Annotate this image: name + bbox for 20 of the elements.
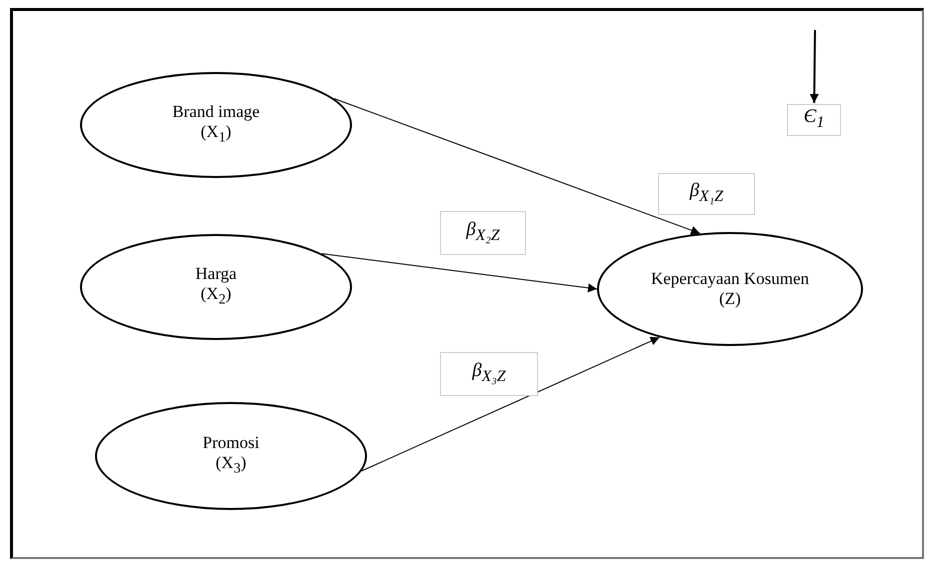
arrow — [361, 336, 660, 472]
variable-label: (X$_{2}$) — [200, 284, 232, 310]
arrow — [810, 30, 819, 104]
variable-label: Harga — [195, 264, 237, 284]
variable-label: Kepercayaan Kosumen — [650, 269, 810, 289]
variable-label: (X$_{1}$) — [200, 122, 232, 148]
coefficient-box — [440, 352, 538, 396]
variable-label: (X$_{3}$) — [216, 453, 246, 479]
coefficient-label: β$_{X₃Z}$ — [472, 361, 506, 387]
variable-label: Promosi — [202, 433, 260, 454]
coefficient-label: Є$_{1}$ — [804, 107, 824, 133]
arrow — [333, 98, 701, 235]
error-term-box — [787, 104, 841, 136]
coefficient-label: β$_{X₂Z}$ — [466, 220, 500, 246]
variable-label: (Z) — [719, 289, 741, 309]
coefficient-box — [658, 173, 755, 215]
coefficient-label: β$_{X₁Z}$ — [690, 181, 724, 207]
arrow — [321, 253, 598, 292]
variable-label: Brand image — [172, 102, 260, 122]
coefficient-box — [440, 211, 526, 255]
